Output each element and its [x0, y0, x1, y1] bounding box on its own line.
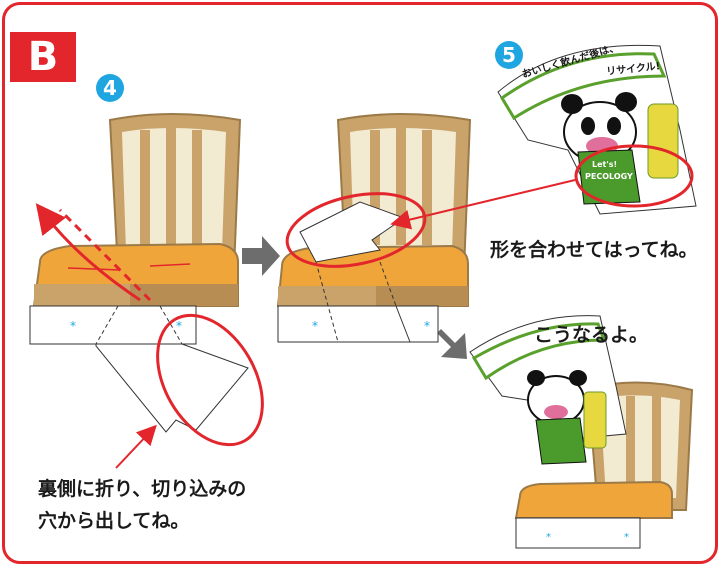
chair-result: * * [469, 315, 694, 549]
svg-text:*: * [70, 319, 76, 333]
fold-instruction-line2: 穴から出してね。 [38, 510, 190, 532]
chair-step4: * * [29, 113, 264, 469]
step-4-badge: 4 [96, 74, 124, 102]
chair-step4-inserted: * * [276, 113, 576, 343]
panel-frame [2, 2, 718, 564]
pop-card-step5 [497, 44, 697, 215]
result-caption: こうなるよ。 [534, 324, 649, 346]
section-badge: B [10, 32, 76, 82]
fit-instruction: 形を合わせてはってね。 [490, 239, 698, 261]
arrow-down [437, 329, 467, 359]
svg-text:*: * [546, 532, 551, 543]
svg-text:*: * [424, 319, 430, 333]
svg-text:*: * [624, 532, 629, 543]
svg-text:*: * [312, 319, 318, 333]
svg-text:*: * [176, 319, 182, 333]
pop-logo-line1: Let's! [592, 160, 618, 169]
arrow-right [242, 236, 280, 276]
fold-instruction-line1: 裏側に折り、切り込みの [38, 478, 247, 500]
step-5-badge: 5 [495, 41, 523, 69]
pop-logo-line2: PECOLOGY [585, 172, 633, 181]
